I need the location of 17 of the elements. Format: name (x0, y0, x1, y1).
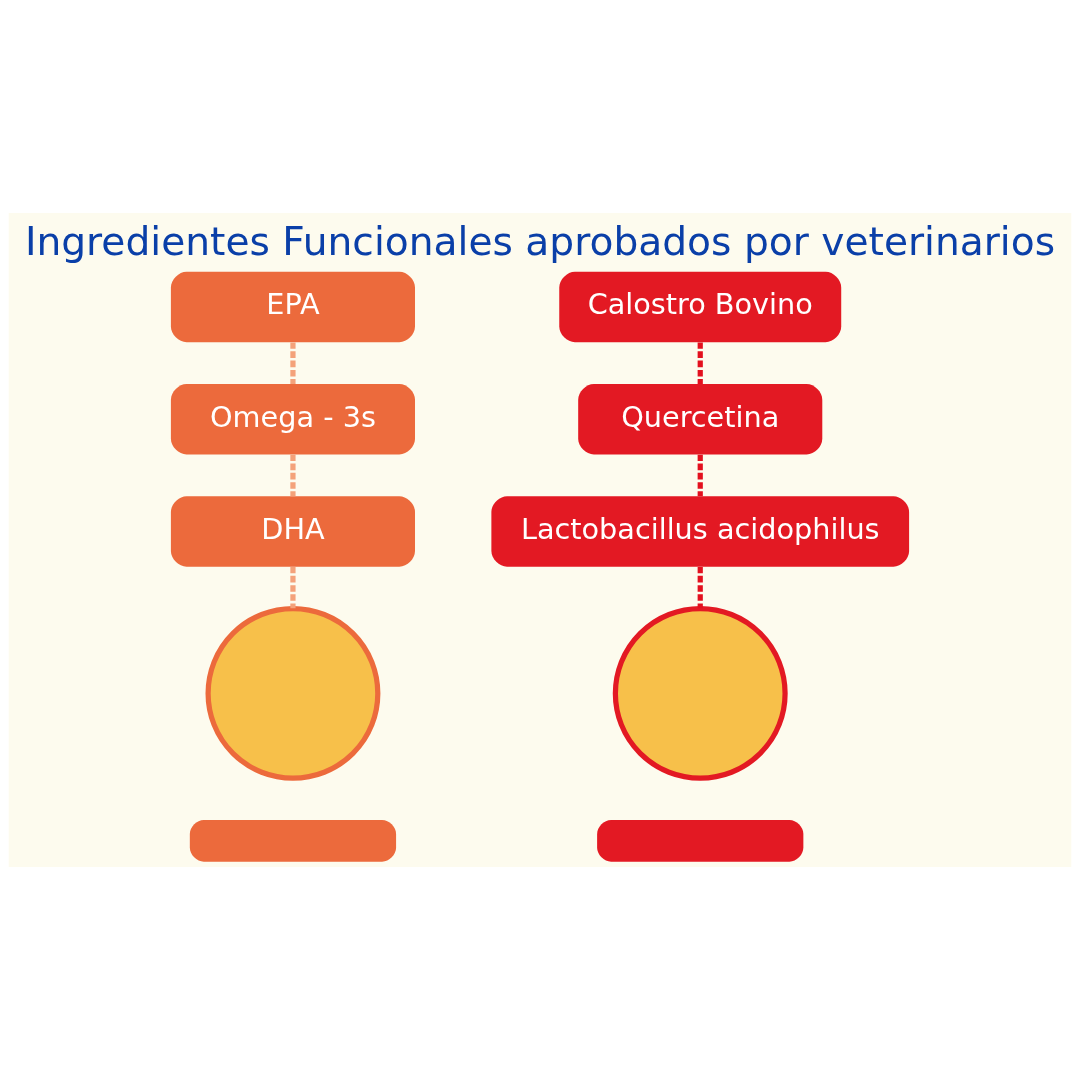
node-box: Quercetina (578, 384, 823, 455)
node-box: Lactobacillus acidophilus (491, 496, 910, 567)
node-circle (612, 605, 788, 781)
node-box: Calostro Bovino (559, 271, 842, 343)
connector (290, 454, 296, 497)
node-box (189, 820, 397, 862)
connector (290, 567, 296, 609)
connector (697, 567, 703, 609)
diagram-title: Ingredientes Funcionales aprobados por veterinarios (24, 218, 1056, 264)
node-box (597, 820, 804, 862)
node-box: EPA (170, 271, 415, 343)
node-box: DHA (170, 496, 415, 567)
connector (697, 342, 703, 384)
connector (697, 454, 703, 497)
connector (290, 342, 296, 384)
node-circle (205, 605, 381, 781)
node-box: Omega - 3s (170, 384, 415, 455)
